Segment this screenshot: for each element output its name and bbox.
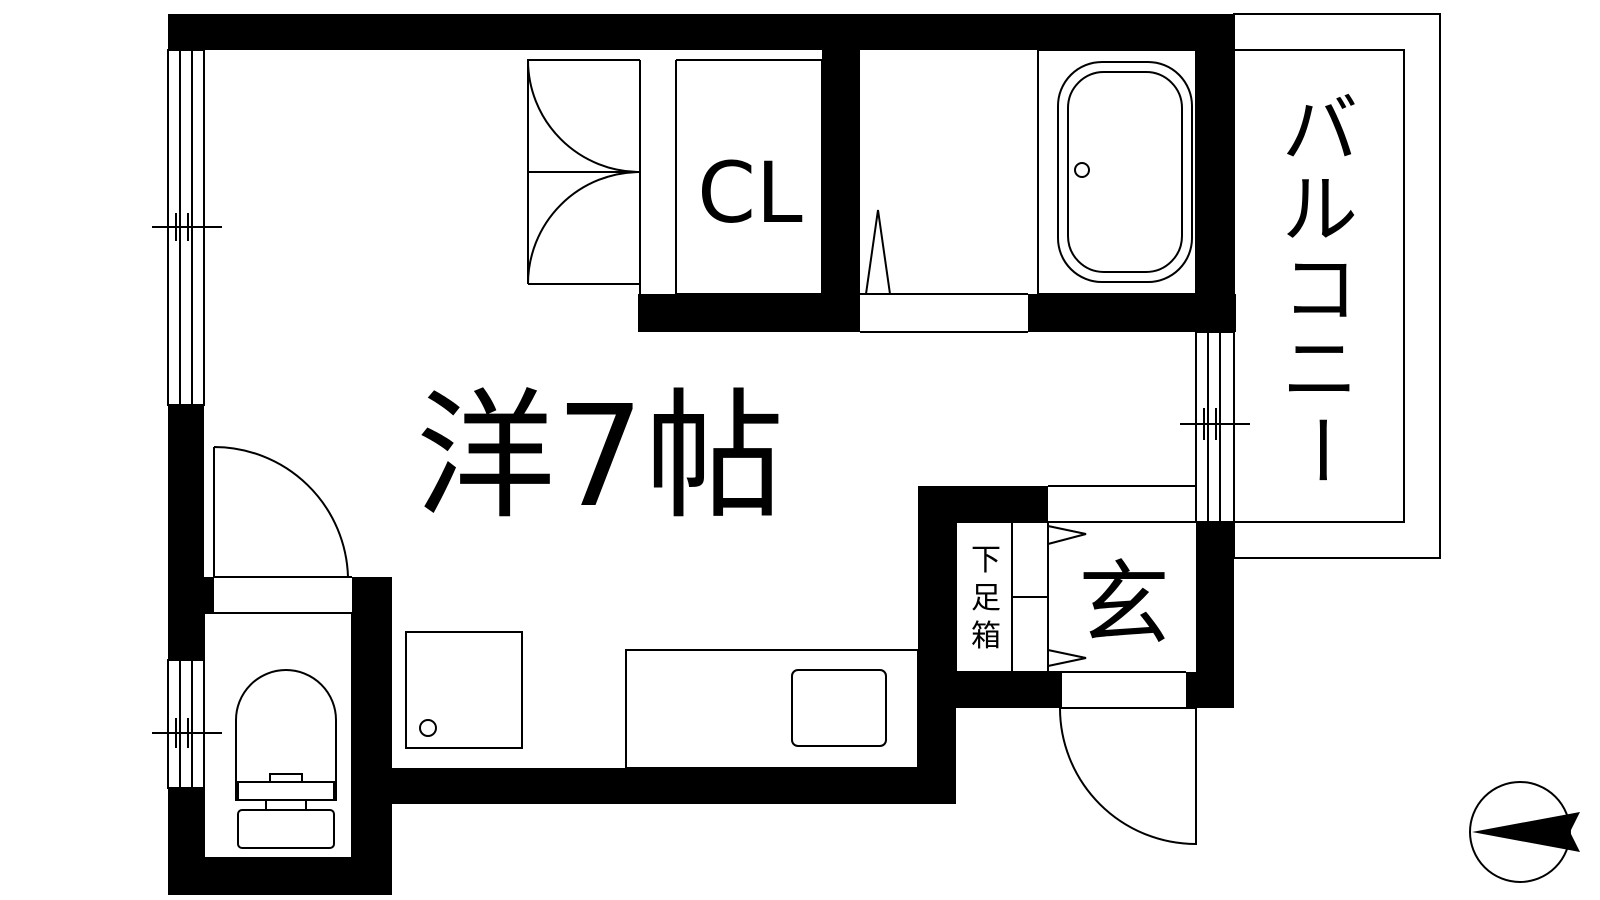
bathtub-drain xyxy=(1074,162,1090,178)
shoe-box-label: 下 足 箱 xyxy=(971,543,1001,654)
balcony-label: バ ル コ ニ ー xyxy=(1276,85,1365,488)
wall-left-mid xyxy=(168,405,204,660)
walls xyxy=(168,14,1236,895)
closet-door-lower xyxy=(527,60,641,285)
wall-toilet-right xyxy=(352,577,392,895)
kitchen-sink xyxy=(791,669,887,747)
closet-label: CL xyxy=(697,144,803,242)
toilet-tank xyxy=(237,809,335,849)
wall-kitchen-bottom xyxy=(392,768,956,804)
compass xyxy=(1469,781,1580,883)
kitchen-counter xyxy=(625,649,919,769)
closet-door-upper xyxy=(526,59,641,173)
balcony-inner xyxy=(1233,49,1405,523)
toilet-neck xyxy=(265,799,307,811)
bathtub-inner xyxy=(1067,71,1183,273)
windows xyxy=(152,49,1250,789)
entrance-door xyxy=(1059,707,1197,846)
entrance-label: 玄 xyxy=(1078,551,1170,658)
toilet-lid xyxy=(269,773,303,783)
toilet-seat-base xyxy=(237,781,335,801)
balcony-char-1: バ xyxy=(1282,85,1358,174)
compass-arrow-icon xyxy=(1472,812,1580,852)
partitions xyxy=(203,59,1196,859)
balcony-char-5: ー xyxy=(1276,412,1365,488)
shoe-box-char-2: 足 xyxy=(971,581,1001,616)
doors xyxy=(213,59,1197,846)
shoe-box-char-1: 下 xyxy=(971,543,1001,578)
wall-genkan-bottom-right xyxy=(1186,672,1234,708)
toilet-door xyxy=(213,446,349,578)
wall-genkan-bottom xyxy=(956,672,1062,708)
wall-genkan-top xyxy=(918,486,1048,522)
washer-drain xyxy=(419,719,437,737)
washer-space xyxy=(405,631,523,749)
fixtures xyxy=(235,49,1197,849)
bath-door xyxy=(865,209,891,295)
wall-top xyxy=(168,14,1208,50)
balcony xyxy=(1233,13,1441,559)
wall-left-upper-cap xyxy=(168,14,204,50)
shoe-box-char-3: 箱 xyxy=(971,619,1001,654)
balcony-char-4: ニ xyxy=(1282,325,1358,414)
bathtub-frame xyxy=(1037,49,1197,295)
toilet-bowl xyxy=(235,669,337,801)
wall-right-upper xyxy=(1196,14,1234,332)
balcony-char-2: ル xyxy=(1282,165,1358,254)
wall-kitchen-right xyxy=(918,486,956,804)
bathtub xyxy=(1057,61,1193,283)
wall-toilet-top xyxy=(204,577,214,613)
window-left-toilet xyxy=(167,659,205,789)
wall-closet-left xyxy=(638,294,676,332)
balcony-char-3: コ xyxy=(1282,245,1358,334)
wall-closet-bath-divider xyxy=(822,50,860,332)
main-room-label: 洋7帖 xyxy=(415,376,784,539)
